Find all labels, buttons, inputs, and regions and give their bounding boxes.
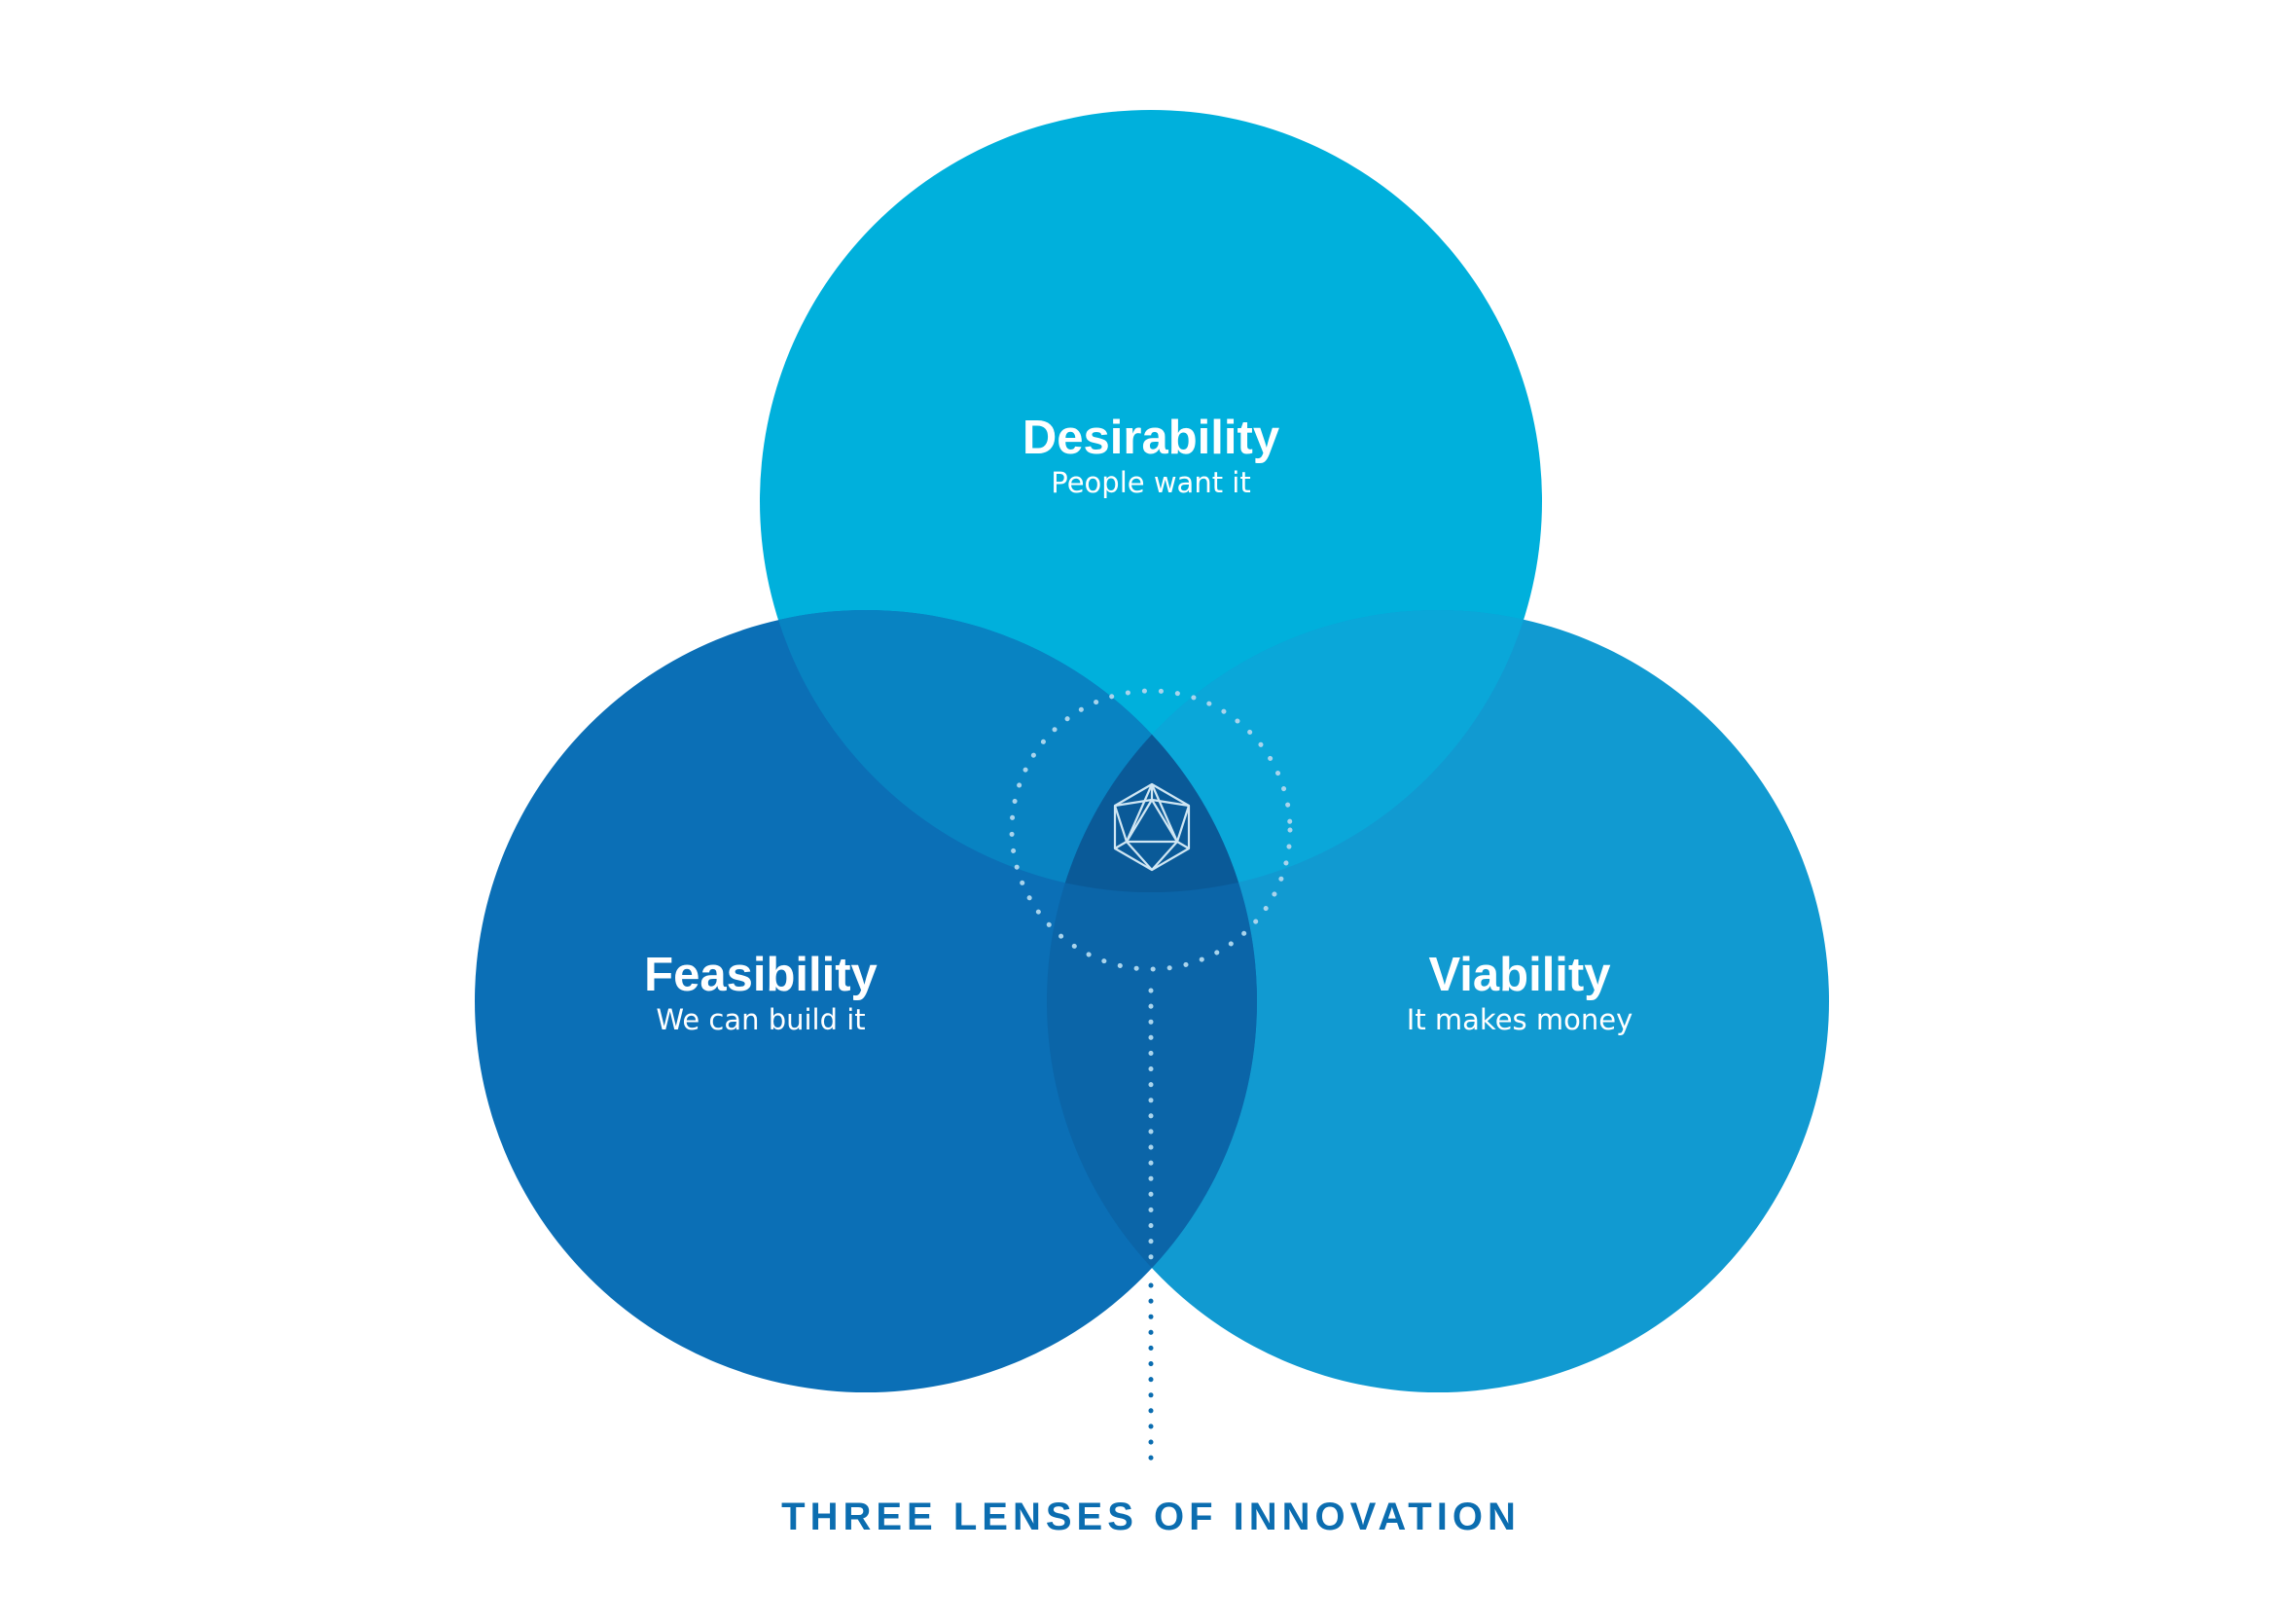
desirability-subtitle: People want it bbox=[1051, 466, 1250, 499]
desirability-viability-overlap bbox=[1047, 610, 1542, 892]
feasibility-subtitle: We can build it bbox=[656, 1003, 865, 1036]
viability-title: Viability bbox=[1428, 949, 1610, 1001]
diagram-title: THREE LENSES OF INNOVATION bbox=[781, 1496, 1521, 1538]
icosahedron-icon bbox=[1113, 782, 1191, 872]
desirability-title: Desirability bbox=[1022, 412, 1279, 464]
desirability-feasibility-overlap bbox=[760, 610, 1257, 892]
feasibility-title: Feasibility bbox=[644, 949, 878, 1001]
viability-subtitle: It makes money bbox=[1407, 1003, 1632, 1036]
dotted-ring bbox=[1009, 688, 1293, 972]
